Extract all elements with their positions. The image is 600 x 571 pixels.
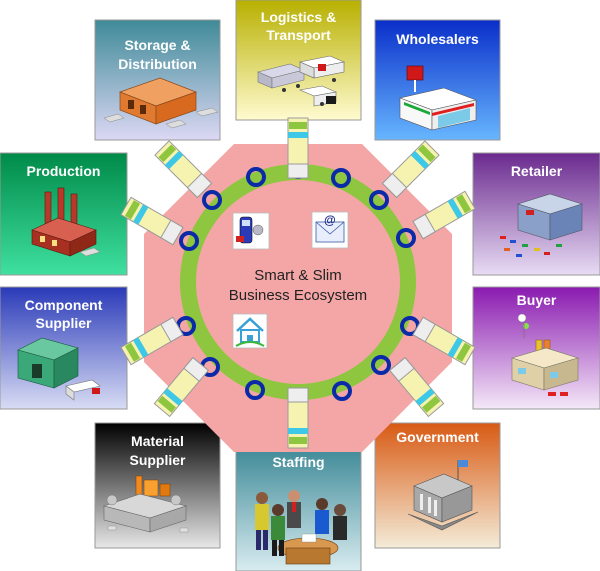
tile-logistics-title-line2: Transport — [266, 27, 331, 43]
home-icon — [232, 313, 268, 349]
trucks-icon — [257, 55, 346, 107]
connector-staffing — [287, 387, 309, 449]
store-icon — [398, 65, 478, 131]
tile-retailer[interactable]: Retailer — [472, 152, 600, 276]
tile-component-supplier[interactable]: Component Supplier — [0, 286, 128, 410]
tile-material-title-line1: Material — [131, 433, 184, 449]
people-icon — [255, 490, 347, 565]
shopping-building-icon — [510, 313, 580, 396]
tile-wholesalers[interactable]: Wholesalers — [374, 19, 501, 141]
tile-government-title: Government — [396, 429, 479, 445]
material-plant-icon — [102, 475, 189, 533]
tile-storage-title-line1: Storage & — [124, 37, 190, 53]
connector-logistics — [287, 117, 309, 179]
tile-buyer-title: Buyer — [517, 292, 557, 308]
connector-wholesalers — [382, 140, 440, 198]
center-title-line2: Business Ecosystem — [229, 287, 367, 304]
tile-storage-distribution[interactable]: Storage & Distribution — [94, 19, 221, 141]
tile-storage-title-line2: Distribution — [118, 56, 197, 72]
warehouse-icon — [103, 77, 219, 129]
tile-logistics-title-line1: Logistics & — [261, 9, 336, 25]
tile-logistics-transport[interactable]: Logistics & Transport — [235, 0, 362, 121]
retail-building-icon — [500, 193, 584, 257]
connector-storage — [154, 140, 212, 198]
tile-staffing-title: Staffing — [272, 454, 324, 470]
email-icon: @ — [311, 211, 349, 249]
tile-component-title-line1: Component — [25, 297, 103, 313]
phone-icon — [232, 212, 270, 250]
tile-production[interactable]: Production — [0, 152, 128, 276]
tile-wholesalers-title: Wholesalers — [396, 31, 479, 47]
factory-icon — [31, 187, 101, 257]
tile-staffing[interactable]: Staffing — [235, 447, 362, 571]
svg-text:@: @ — [324, 213, 336, 227]
tile-retailer-title: Retailer — [511, 163, 563, 179]
tile-component-title-line2: Supplier — [35, 315, 92, 331]
supplier-warehouse-icon — [17, 337, 101, 401]
tile-production-title: Production — [27, 163, 101, 179]
government-building-icon — [407, 460, 479, 531]
tile-government[interactable]: Government — [374, 422, 501, 549]
tile-buyer[interactable]: Buyer — [472, 286, 600, 410]
center-title-line1: Smart & Slim — [254, 267, 342, 284]
tile-material-title-line2: Supplier — [129, 452, 186, 468]
ring-ports — [176, 159, 420, 401]
tile-material-supplier[interactable]: Material Supplier — [94, 422, 221, 549]
